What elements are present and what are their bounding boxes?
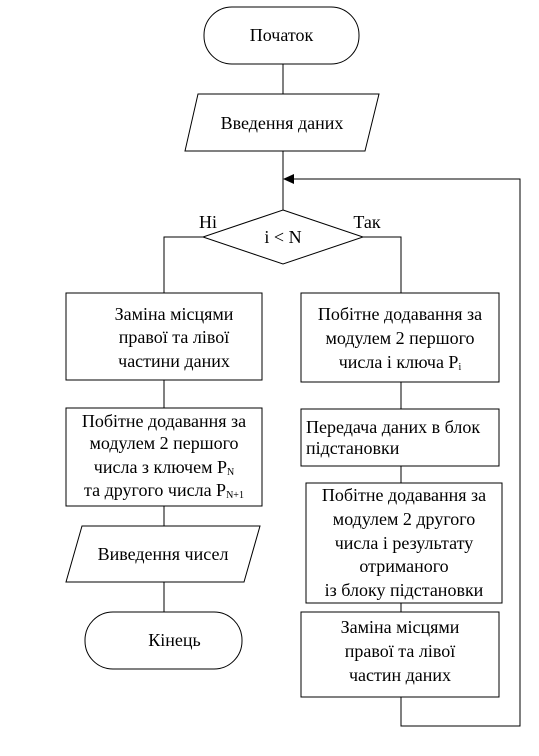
right-xor-key-block xyxy=(300,292,500,383)
key-subscript-n1: N+1 xyxy=(226,490,244,501)
right-xor-key-line: числа і ключа Pi xyxy=(301,351,499,379)
input-label: Введення даних xyxy=(220,113,344,133)
right-xor-key-line: модулем 2 першого xyxy=(325,328,475,348)
key-subscript-i: i xyxy=(458,362,462,373)
loop-arrowhead xyxy=(283,174,294,184)
key-subscript-n: N xyxy=(226,467,235,478)
decision-diamond xyxy=(201,209,365,265)
left-xor-text-4: та другого числа P xyxy=(84,480,227,500)
right-xor-key-line: Побітне додавання за xyxy=(317,304,483,324)
input-parallelogram xyxy=(184,93,380,152)
decision-label: i < N xyxy=(264,227,302,247)
end-label: Кінець xyxy=(148,630,201,650)
left-xor-line: числа з ключем PN xyxy=(66,456,262,484)
right-swap-line: частин даних xyxy=(348,665,452,685)
no-branch-label: Ні xyxy=(199,212,217,232)
right-transfer-line: Передача даних в блок xyxy=(306,417,481,437)
start-terminator xyxy=(203,6,360,65)
right-xor-result-line: отриманого xyxy=(359,556,449,576)
left-xor-line: модулем 2 першого xyxy=(89,433,239,453)
right-swap-line: Заміна місцями xyxy=(340,617,460,637)
start-label: Початок xyxy=(249,25,314,45)
right-xor-result-line: числа і результату xyxy=(334,533,474,553)
left-swap-line: Заміна місцями xyxy=(114,304,234,324)
left-swap-line: частини даних xyxy=(118,351,230,371)
right-xor-key-text-3: числа і ключа P xyxy=(338,352,459,372)
yes-branch-label: Так xyxy=(353,212,381,232)
right-xor-result-line: із блоку підстановки xyxy=(324,580,484,600)
left-swap-line: правої та лівої xyxy=(118,327,230,347)
right-swap-block xyxy=(300,611,500,698)
connector-yes-branch xyxy=(363,236,402,293)
output-parallelogram xyxy=(65,525,261,583)
right-swap-line: правої та лівої xyxy=(344,641,456,661)
connector-no-branch xyxy=(163,236,203,293)
left-xor-line: Побітне додавання за xyxy=(81,411,247,431)
connector-loop-back xyxy=(293,178,521,727)
output-label: Виведення чисел xyxy=(97,544,229,564)
right-transfer-block xyxy=(300,408,500,467)
right-xor-result-line: модулем 2 другого xyxy=(332,509,476,529)
left-xor-text-3: числа з ключем P xyxy=(93,457,227,477)
left-xor-line: та другого числа PN+1 xyxy=(66,479,262,507)
right-xor-result-line: Побітне додавання за xyxy=(321,485,487,505)
right-transfer-line: підстановки xyxy=(306,438,400,458)
right-xor-result-block xyxy=(305,482,503,604)
